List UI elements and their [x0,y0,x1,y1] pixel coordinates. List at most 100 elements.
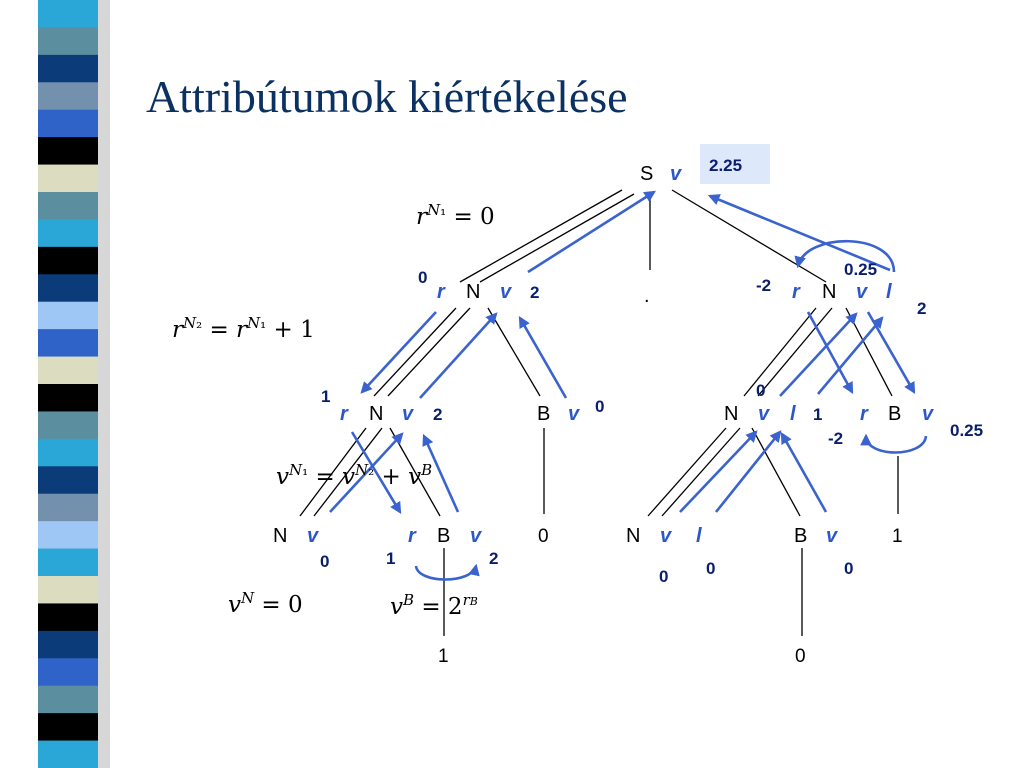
symbol-b: B [794,525,807,547]
attr-l: l [886,281,892,303]
stripe-block [38,109,98,138]
stripe-block [38,493,98,522]
node-rl-n: N v l 0 1 [724,381,822,425]
stripe-block [38,54,98,83]
attr-v: v [568,403,581,425]
node-ln-b: B v 0 0 [537,397,604,547]
stripe-block [38,740,98,768]
value-v: 0 [659,567,668,586]
attr-r: r [860,403,869,425]
attr-v: v [922,403,935,425]
stripe-shadow [98,0,110,768]
formula-vb: vB = 2rB [390,591,478,620]
attr-v: v [402,403,415,425]
result-value: 2.25 [709,156,742,175]
formula-rn2: rN₂ = rN₁ + 1 [172,314,315,343]
stripe-block [38,329,98,358]
stripe-block [38,192,98,220]
symbol-b: B [437,525,450,547]
leaf-digit: 0 [795,646,806,667]
node-lnn-b: r B v 1 2 1 [386,525,498,667]
attr-v: v [758,403,771,425]
value-v: 2 [530,283,539,302]
value-v: 0.25 [844,260,877,279]
value-v: 0 [844,559,853,578]
symbol-b: B [537,403,550,425]
value-r: -2 [756,276,771,295]
symbol-n: N [822,281,836,303]
attr-v: v [470,525,483,547]
stripe-block [38,301,98,330]
formula-vn: vN = 0 [228,589,303,618]
stripe-block [38,576,98,604]
value-r: 1 [321,387,330,406]
attr-v: v [826,525,839,547]
leaf-digit: 1 [438,646,449,667]
attr-v: v [856,281,869,303]
attr-r: r [408,525,417,547]
formula-rn1: rN₁ = 0 [416,201,495,230]
stripe-block [38,384,98,412]
stripe-block [38,164,98,193]
node-right-n: r N v l -2 0.25 2 [756,260,926,318]
node-s: S v 2.25 [640,156,742,185]
leaf-digit: 0 [538,526,549,547]
stripe-block [38,82,98,111]
value-v: 0 [756,381,765,400]
symbol-n: N [466,281,480,303]
result-box [700,144,770,184]
stripe-block [38,411,98,440]
value-r: -2 [828,429,843,448]
node-ln-n: r N v 1 2 [321,387,442,425]
node-lnn-n: N v 0 [273,525,329,571]
symbol-n: N [724,403,738,425]
attr-l: l [790,403,796,425]
stripe-block [38,0,98,28]
stripe-block [38,246,98,275]
stripe-block [38,438,98,467]
node-rl-b: r B v -2 0.25 1 [828,403,983,547]
value-l: 1 [813,405,822,424]
stripe-block [38,685,98,714]
value-r: 1 [386,549,395,568]
attr-l: l [696,525,702,547]
attr-v: v [500,281,513,303]
formula-vn1: vN₁ = vN₂ + vB [276,461,432,490]
attr-r: r [792,281,801,303]
attr-v: v [307,525,320,547]
node-left-n: r N v 0 2 [418,268,539,303]
value-v: 0 [595,397,604,416]
stripe-block [38,356,98,385]
stripe-block [38,274,98,303]
leaf-digit: 1 [892,526,903,547]
page-title: Attribútumok kiértékelése [146,71,628,122]
stripe-block [38,548,98,577]
symbol-s: S [640,163,653,185]
node-rln-n: N v l 0 0 [626,525,715,586]
stripe-block [38,219,98,248]
attr-v: v [670,163,683,185]
node-rln-b: B v 0 0 [794,525,853,667]
value-r: 0 [418,268,427,287]
evaluation-arrows [329,190,928,581]
value-l: 2 [917,299,926,318]
dot-terminal: . [644,285,650,307]
stripe-block [38,27,98,56]
symbol-b: B [888,403,901,425]
symbol-n: N [369,403,383,425]
stripe-block [38,603,98,632]
value-v: 0.25 [950,421,983,440]
value-v: 2 [433,405,442,424]
value-v: 2 [489,549,498,568]
decorative-stripe [38,0,110,768]
stripe-block [38,466,98,495]
symbol-n: N [273,525,287,547]
value-l: 0 [706,559,715,578]
symbol-n: N [626,525,640,547]
stripe-block [38,521,98,550]
attr-v: v [660,525,673,547]
attr-r: r [340,403,349,425]
attr-r: r [437,281,446,303]
stripe-block [38,713,98,742]
